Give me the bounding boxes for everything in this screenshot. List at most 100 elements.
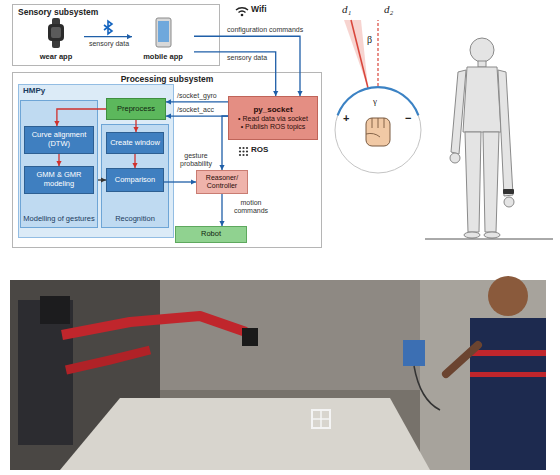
arrowhead (132, 163, 137, 168)
person-stripe (470, 372, 546, 377)
ros-dot (239, 154, 241, 156)
wifi-icon (236, 8, 248, 10)
controller-box: Reasoner/ Controller (196, 170, 248, 194)
rotation-arc (338, 87, 419, 115)
photo-wall-right (420, 280, 546, 470)
figure-hand (504, 197, 514, 207)
module-region: HMPyPreprocessModelling of gesturesCurve… (18, 84, 174, 238)
edge-label: /socket_gyro (176, 92, 218, 100)
node-title: Robot (201, 230, 221, 239)
connector-arrow (58, 154, 59, 166)
angle-label: γ (373, 97, 377, 107)
ros-icon (239, 147, 248, 156)
robot-box: Robot (175, 226, 247, 243)
ros-dot (242, 154, 244, 156)
edge-label: gesture probability (177, 152, 215, 167)
socket-node: py_socket• Read data via socket• Publish… (228, 96, 318, 140)
figure-arm (498, 70, 513, 196)
node-title: Recognition (115, 215, 155, 224)
figure-torso (463, 67, 501, 132)
ros-dot (246, 154, 248, 156)
floor-line (425, 239, 553, 240)
node-title: Processing subsystem (121, 75, 214, 85)
person-head (488, 276, 528, 316)
ros-dot (246, 150, 248, 152)
node-text: • Publish ROS topics (241, 123, 306, 131)
connector-arrow (166, 115, 228, 116)
rotation-circle (335, 87, 421, 173)
bluetooth-icon (104, 21, 112, 34)
figure-leg (465, 132, 481, 232)
photo-marker (312, 418, 330, 420)
edge-label: /socket_acc (176, 106, 215, 114)
network-label: Wifi (251, 5, 267, 14)
subsystem-panel: Sensory subsystemwear appmobile app (12, 4, 220, 66)
edge-label: configuration commands (226, 26, 304, 34)
node-title: mobile app (143, 53, 183, 62)
figure-leg (483, 132, 499, 232)
wrist-watch (503, 189, 514, 194)
figure-hand (450, 153, 460, 163)
connector-arrow (134, 154, 135, 168)
arrowhead (273, 91, 278, 96)
vector-label: d₁ (342, 3, 351, 15)
node-title: Curve alignment (DTW) (27, 131, 91, 148)
ros-dot (239, 147, 241, 149)
figure-head (470, 38, 494, 62)
person-arm (446, 345, 478, 374)
robot-arm (66, 350, 150, 370)
group-region: Modelling of gesturesCurve alignment (DT… (20, 100, 98, 228)
connector-arrow (98, 179, 106, 180)
ros-dot (242, 147, 244, 149)
ros-dot (246, 147, 248, 149)
connector-arrow (222, 116, 228, 170)
figure-neck (478, 61, 486, 67)
arrowhead (54, 121, 59, 126)
photo-socket-box (403, 340, 425, 366)
process-box: Preprocess (106, 98, 166, 120)
node-title: Create window (110, 139, 160, 148)
person-torso (470, 318, 546, 470)
robot-head (40, 296, 70, 324)
arrowhead (133, 127, 138, 132)
photo-marker (312, 410, 330, 428)
connector-arrow (57, 109, 106, 126)
node-title: GMM & GMR modeling (27, 171, 91, 188)
node-title: py_socket (253, 105, 292, 114)
process-box: Curve alignment (DTW) (24, 126, 94, 154)
photo-wall (160, 280, 420, 390)
connector-arrow (194, 52, 276, 96)
angle-label: β (367, 34, 372, 45)
photo-table (60, 398, 430, 470)
subsystem-panel: Processing subsystemHMPyPreprocessModell… (12, 72, 322, 248)
connector-arrow (135, 120, 136, 132)
fist-fingers (366, 118, 384, 137)
connector-arrow (194, 36, 300, 96)
vector-label: d₂ (384, 3, 393, 15)
figure-foot (484, 232, 500, 238)
wifi-icon (241, 14, 244, 17)
arrowhead (219, 165, 224, 170)
ros-dot (242, 150, 244, 152)
direction-line (351, 20, 368, 88)
wifi-icon (239, 11, 246, 12)
arrowhead (56, 161, 61, 166)
node-title: Comparison (115, 176, 155, 185)
node-text: • Read data via socket (238, 115, 308, 123)
arrowhead (297, 91, 302, 96)
arrowhead (166, 113, 171, 118)
connector-arrow (166, 101, 228, 102)
phone-screen (158, 21, 169, 42)
arrowhead (101, 177, 106, 182)
node-title: Reasoner/ Controller (199, 174, 245, 190)
direction-sign: + (343, 112, 349, 124)
node-title: Sensory subsystem (18, 8, 98, 18)
framework-label: ROS (251, 146, 268, 155)
group-region: Recognition Create windowComparison (101, 124, 169, 228)
photo-cable (414, 366, 440, 410)
node-title: Preprocess (117, 105, 155, 114)
phone-body (156, 18, 171, 47)
figure-foot (464, 232, 480, 238)
